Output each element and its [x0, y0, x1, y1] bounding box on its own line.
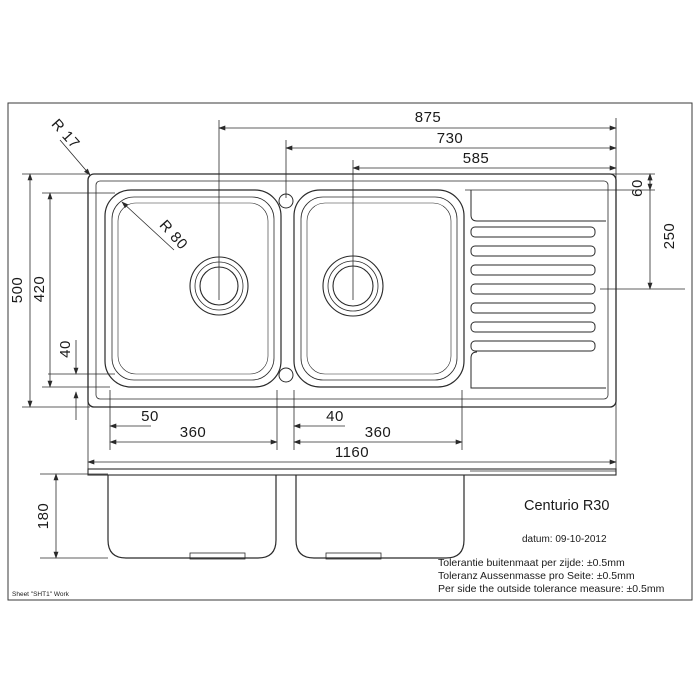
- right-bowl: [293, 189, 465, 388]
- sink-side-view: [87, 468, 617, 560]
- dimension-40-bottom: 40: [326, 408, 344, 425]
- dimension-50: 50: [141, 408, 159, 425]
- product-name: Centurio R30: [524, 498, 609, 514]
- dimension-lines: [22, 118, 685, 559]
- drawing-date: datum: 09-10-2012: [522, 534, 607, 545]
- dimension-180: 180: [35, 503, 52, 530]
- drawing-frame: [7, 102, 693, 601]
- dimension-360-right: 360: [365, 424, 392, 441]
- dimension-40-left: 40: [57, 340, 74, 358]
- sink-top-view: [87, 173, 617, 408]
- tolerance-line-nl: Tolerantie buitenmaat per zijde: ±0.5mm: [438, 557, 625, 569]
- dimension-730: 730: [437, 130, 464, 147]
- dimension-60: 60: [629, 179, 646, 197]
- dimension-360-left: 360: [180, 424, 207, 441]
- tolerance-line-de: Toleranz Aussenmasse pro Seite: ±0.5mm: [438, 570, 635, 582]
- dimension-585: 585: [463, 150, 490, 167]
- dimension-250: 250: [661, 223, 678, 250]
- tolerance-line-en: Per side the outside tolerance measure: …: [438, 583, 665, 595]
- drainboard: [470, 190, 606, 389]
- left-bowl: [104, 189, 282, 388]
- dimension-420: 420: [31, 276, 48, 303]
- dimension-875: 875: [415, 109, 442, 126]
- dimension-500: 500: [9, 277, 26, 304]
- sheet-label: Sheet "SHT1" Work: [12, 591, 70, 598]
- dimension-1160: 1160: [335, 444, 369, 461]
- radius-80-label: R 80: [156, 217, 191, 253]
